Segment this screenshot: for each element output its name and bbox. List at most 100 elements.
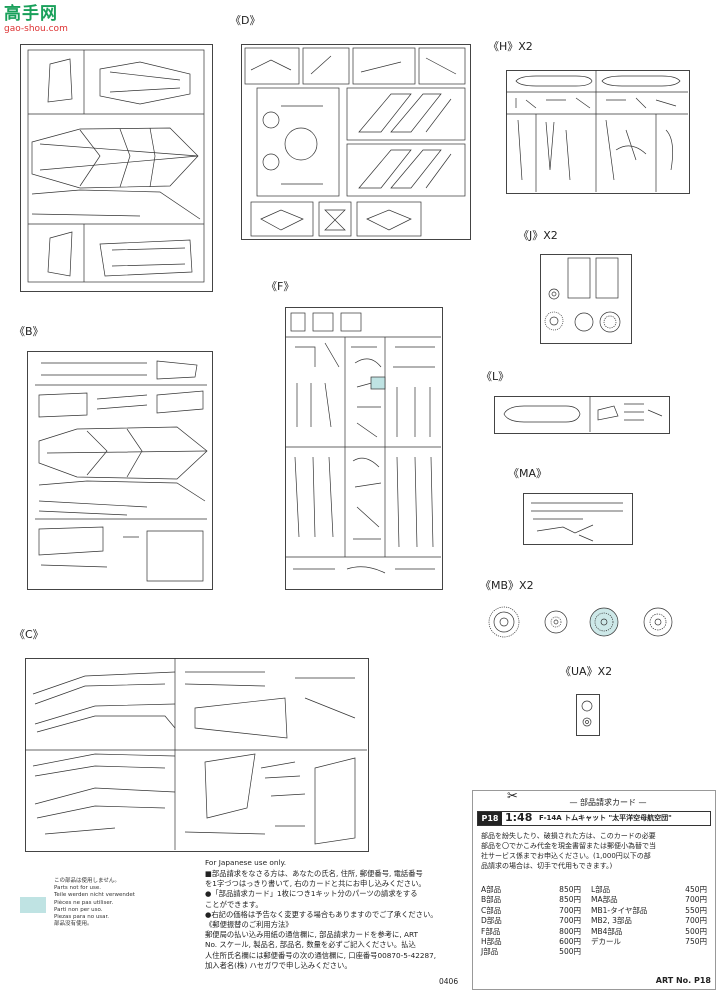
- part-name: デカール: [591, 937, 621, 947]
- watermark-logo: 高手网 gao-shou.com: [4, 4, 74, 36]
- jp-line: ●右記の価格は予告なく変更する場合もありますのでご了承ください。: [205, 909, 438, 919]
- notice-line: Piezas para no usar.: [54, 914, 110, 921]
- part-name: MB1-タイヤ部品: [591, 905, 648, 915]
- japanese-use-heading: For Japanese use only.: [205, 858, 287, 867]
- card-product: F-14A トムキャット "太平洋空母航空団": [539, 814, 672, 822]
- scissors-icon: ✂: [507, 789, 518, 804]
- card-header-bar: [477, 811, 711, 826]
- unused-parts-swatch: [20, 897, 46, 913]
- japanese-instructions: ■部品請求をなさる方は、あなたの氏名, 住所, 郵便番号, 電話番号 を1字づつ…: [205, 869, 438, 971]
- sprue-d-label: 《D》: [230, 14, 261, 27]
- card-desc-line: 部品を〇でかこみ代金を現金書留または郵便小為替で当: [481, 842, 656, 850]
- jp-line: ●「部品請求カード」1枚につき1キット分のパーツの請求をする: [205, 889, 418, 899]
- sprue-c-drawing: [25, 658, 367, 850]
- card-art-number: ART No. P18: [655, 976, 711, 985]
- part-price: 700円: [685, 895, 707, 905]
- price-row[interactable]: MB2, 3部品 700円: [591, 916, 707, 926]
- sprue-b-frame: [27, 351, 213, 590]
- logo-url: gao-shou.com: [4, 24, 68, 34]
- sprue-ma-label: 《MA》: [508, 467, 548, 480]
- notice-line: 部品没有使用。: [54, 921, 93, 928]
- sprue-l-label: 《L》: [481, 370, 510, 383]
- part-name: D部品: [481, 916, 502, 926]
- card-desc-line: 品請求の場合は、切手で代用もできます。): [481, 862, 613, 870]
- sprue-f-drawing: [285, 312, 441, 574]
- part-price: 500円: [685, 926, 707, 936]
- sprue-d-frame: [241, 44, 471, 240]
- sprue-d-drawing: [244, 47, 466, 237]
- sprue-ua-label: 《UA》X2: [560, 665, 613, 678]
- card-badge: P18: [478, 812, 502, 825]
- sprue-h-label: 《H》X2: [488, 40, 533, 53]
- part-name: H部品: [481, 937, 502, 947]
- part-price: 800円: [559, 926, 581, 936]
- price-row[interactable]: F部品 800円: [481, 927, 581, 937]
- jp-line: 人住所氏名欄には郵便番号の次の通信欄に, 口座番号00870-5-42287,: [205, 950, 437, 960]
- jp-line: 《郵便振替のご利用方法》: [205, 920, 293, 930]
- sprue-f-label: 《F》: [266, 280, 295, 293]
- sprue-mb-drawing: [488, 606, 673, 638]
- price-row[interactable]: L部品 450円: [591, 885, 707, 895]
- price-row[interactable]: デカール 750円: [591, 937, 707, 947]
- notice-line: Pièces ne pas utiliser.: [54, 899, 114, 906]
- price-row[interactable]: C部品 700円: [481, 906, 581, 916]
- part-price: 850円: [559, 895, 581, 905]
- unused-parts-notice: この部品は使用しません。 Parts not for use. Teile we…: [54, 878, 135, 928]
- notice-line: Parti non per uso.: [54, 906, 103, 913]
- price-row[interactable]: MB4部品 500円: [591, 927, 707, 937]
- card-title-text: 部品請求カード: [580, 798, 636, 807]
- part-name: C部品: [481, 905, 502, 915]
- sprue-c-frame: [25, 658, 369, 852]
- sprue-j-drawing: [544, 257, 621, 333]
- sprue-mb-label: 《MB》X2: [480, 579, 534, 592]
- part-name: MB4部品: [591, 926, 623, 936]
- sprue-h-frame: [506, 70, 690, 194]
- parts-request-card[interactable]: ✂ — 部品請求カード — P18 1:48 F-14A トムキャット "太平洋…: [439, 789, 716, 990]
- sprue-a-frame: [20, 44, 213, 292]
- sprue-ua-drawing: [581, 700, 593, 727]
- sprue-a-drawing: [27, 49, 205, 283]
- jp-line: 郵便局の払い込み用紙の通信欄に, 部品請求カードを参考に, ART: [205, 930, 418, 940]
- part-price: 850円: [559, 885, 581, 894]
- card-code: 0406: [439, 977, 459, 986]
- part-price: 700円: [559, 916, 581, 926]
- price-row[interactable]: A部品 850円: [481, 885, 581, 895]
- sprue-ma-drawing: [531, 502, 623, 542]
- sprue-b-drawing: [35, 360, 208, 582]
- sprue-l-frame: [494, 396, 670, 434]
- sprue-j-label: 《J》X2: [518, 229, 558, 242]
- price-row[interactable]: B部品 850円: [481, 895, 581, 905]
- jp-line: ■部品請求をなさる方は、あなたの氏名, 住所, 郵便番号, 電話番号: [205, 869, 423, 878]
- card-desc-line: 部品を紛失したり、破損された方は、このカードの必要: [481, 832, 656, 840]
- notice-line: この部品は使用しません。: [54, 878, 120, 884]
- part-price: 700円: [559, 905, 581, 915]
- part-name: L部品: [591, 885, 611, 894]
- part-price: 450円: [685, 885, 707, 894]
- jp-line: 加入者名(株) ハセガワで申し込みください。: [205, 960, 352, 970]
- sprue-h-drawing: [506, 70, 688, 192]
- part-name: A部品: [481, 885, 502, 894]
- part-name: F部品: [481, 926, 501, 936]
- price-row[interactable]: J部品 500円: [481, 947, 581, 957]
- part-name: MB2, 3部品: [591, 916, 632, 926]
- jp-line: No. スケール, 製品名, 部品名, 数量を必ずご記入ください。払込: [205, 940, 416, 950]
- sprue-c-label: 《C》: [14, 628, 44, 641]
- price-row[interactable]: MB1-タイヤ部品 550円: [591, 906, 707, 916]
- part-price: 550円: [685, 905, 707, 915]
- sprue-b-label: 《B》: [14, 325, 44, 338]
- part-name: B部品: [481, 895, 502, 905]
- price-row[interactable]: D部品 700円: [481, 916, 581, 926]
- card-title: — 部品請求カード —: [569, 798, 647, 807]
- part-name: J部品: [481, 947, 499, 957]
- part-price: 750円: [685, 937, 707, 947]
- card-description: 部品を紛失したり、破損された方は、このカードの必要 部品を〇でかこみ代金を現金書…: [481, 831, 656, 871]
- card-desc-line: 社サービス係までお申込ください。(1,000円以下の部: [481, 852, 651, 860]
- jp-line: ことができます。: [205, 899, 263, 909]
- logo-text: 高手网: [4, 4, 58, 24]
- part-price: 700円: [685, 916, 707, 926]
- part-price: 500円: [559, 947, 581, 957]
